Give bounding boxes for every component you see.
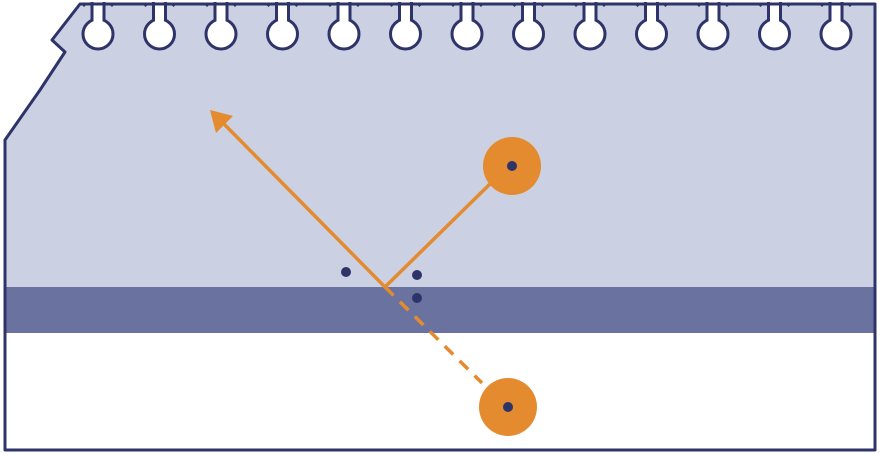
binding-slot-fill <box>339 0 349 22</box>
binding-hole <box>635 17 668 51</box>
marker-dot-left <box>341 267 351 277</box>
binding-slot-fill <box>831 0 841 22</box>
binding-slot-fill <box>770 0 779 22</box>
binding-hole <box>327 17 361 51</box>
binding-hole <box>389 17 422 51</box>
image-dot <box>503 402 513 412</box>
binding-hole <box>512 17 545 51</box>
binding-hole <box>450 17 484 51</box>
binding-hole <box>266 17 299 51</box>
binding-hole <box>696 17 730 51</box>
notebook-outline <box>3 2 877 452</box>
marker-dot-right-top <box>412 270 422 280</box>
binding-slot-fill <box>524 0 533 22</box>
lower-region <box>5 333 876 450</box>
incident-ray <box>383 180 494 289</box>
binding-slot-fill <box>216 0 226 22</box>
reflected-ray <box>222 122 387 289</box>
binding-slot-fill <box>462 0 472 22</box>
binding-slot-fill <box>93 0 103 22</box>
reflected-ray-arrowhead-icon <box>210 110 233 133</box>
binding-slot-fill <box>647 0 656 22</box>
binding-slot-fill <box>585 0 595 22</box>
object-dot <box>507 161 517 171</box>
binding-hole <box>758 17 791 51</box>
marker-dot-right-bottom <box>412 293 422 303</box>
upper-region <box>5 4 875 287</box>
mirror-band <box>5 287 876 333</box>
virtual-ray <box>383 285 484 385</box>
binding-hole <box>81 17 115 51</box>
binding-slot-fill <box>401 0 410 22</box>
binding-slot-fill <box>155 0 164 22</box>
binding-hole <box>204 17 238 51</box>
binding-hole <box>573 17 607 51</box>
binding-hole <box>819 17 853 51</box>
binding-hole <box>143 17 176 51</box>
binding-slot-fill <box>278 0 287 22</box>
binding-slot-fill <box>708 0 718 22</box>
